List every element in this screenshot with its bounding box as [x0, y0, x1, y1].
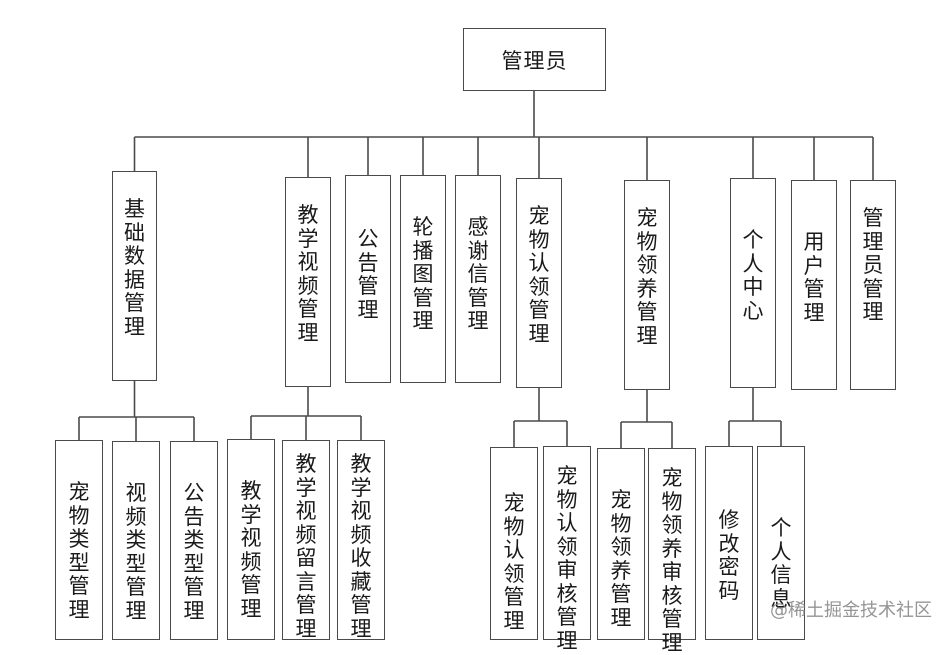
node-l1-cy-label: 宠物领养管理: [636, 206, 658, 348]
node-l2-jc-0-label: 宠物类型管理: [68, 480, 90, 622]
node-l2-jx-3: 教学视频管理: [227, 439, 275, 640]
node-l1-jc-label: 基础数据管理: [124, 197, 145, 339]
node-l1-gly-label: 管理员管理: [862, 206, 884, 324]
node-l1-gr-label: 个人中心: [742, 228, 764, 323]
node-l1-lb: 轮播图管理: [400, 175, 446, 383]
node-l1-gg: 公告管理: [345, 175, 391, 383]
node-l1-lb-label: 轮播图管理: [412, 215, 434, 333]
node-l2-cr-7-label: 宠物认领审核管理: [556, 464, 578, 653]
node-l2-cy-8-label: 宠物领养管理: [610, 488, 632, 630]
node-l1-gx-label: 感谢信管理: [467, 215, 489, 333]
node-root: 管理员: [463, 28, 606, 91]
node-l1-gg-label: 公告管理: [357, 227, 379, 322]
node-l2-jc-0: 宠物类型管理: [55, 440, 103, 640]
node-l2-jx-5-label: 教学视频收藏管理: [350, 452, 372, 641]
node-l1-jx-label: 教学视频管理: [297, 203, 319, 345]
node-l2-jc-1-label: 视频类型管理: [125, 481, 147, 623]
watermark: @稀土掘金技术社区: [770, 600, 932, 621]
node-l2-gr-10: 修改密码: [705, 446, 753, 640]
connector-lines: [78, 91, 874, 448]
node-l2-cr-6: 宠物认领管理: [490, 447, 538, 640]
node-l1-gr: 个人中心: [730, 178, 776, 388]
node-l2-jc-1: 视频类型管理: [112, 441, 160, 640]
node-l2-jc-2-label: 公告类型管理: [183, 481, 205, 623]
node-l1-cy: 宠物领养管理: [624, 180, 670, 390]
node-l1-yh-label: 用户管理: [803, 230, 825, 325]
node-l1-gly: 管理员管理: [850, 180, 896, 390]
node-l2-jc-2: 公告类型管理: [170, 441, 218, 640]
node-l2-cy-8: 宠物领养管理: [597, 448, 645, 640]
node-root-label: 管理员: [501, 48, 568, 73]
node-l2-cy-9: 宠物领养审核管理: [648, 448, 696, 654]
node-l2-jx-5: 教学视频收藏管理: [337, 440, 385, 640]
node-l2-jx-3-label: 教学视频管理: [240, 479, 262, 621]
node-l2-cr-7: 宠物认领审核管理: [543, 446, 591, 652]
node-l1-jx: 教学视频管理: [285, 177, 331, 387]
node-l1-gx: 感谢信管理: [455, 175, 501, 383]
node-l1-jc: 基础数据管理: [112, 171, 157, 381]
node-l2-cy-9-label: 宠物领养审核管理: [661, 466, 683, 655]
node-l2-cr-6-label: 宠物认领管理: [503, 491, 525, 633]
node-l1-cr-label: 宠物认领管理: [528, 204, 550, 346]
node-l2-jx-4-label: 教学视频留言管理: [295, 452, 317, 641]
node-l2-gr-10-label: 修改密码: [718, 508, 740, 603]
node-l2-jx-4: 教学视频留言管理: [282, 440, 330, 640]
node-l1-cr: 宠物认领管理: [516, 178, 562, 388]
node-l2-gr-11-label: 个人信息: [770, 516, 792, 611]
node-l1-yh: 用户管理: [791, 180, 837, 390]
